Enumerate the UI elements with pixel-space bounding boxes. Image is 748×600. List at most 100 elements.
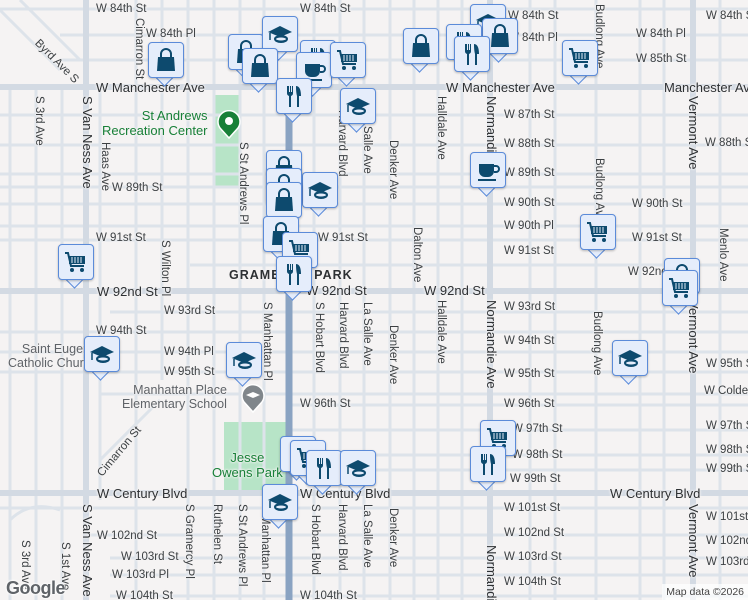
label-w-91st-st: W 91st St [632,232,682,244]
label-denker-ave: Denker Ave [387,325,399,385]
label-w-91st-st: W 91st St [96,232,146,244]
label-menlo-ave: Menlo Ave [717,228,729,282]
label-denker-ave: Denker Ave [387,140,399,200]
map-marker-school[interactable] [262,484,298,529]
place-name-line: St Andrews [141,108,208,123]
shopping-bag-icon [157,48,175,71]
place-name-line: Owens Park [212,464,283,480]
map-marker-restaurant[interactable] [470,446,506,491]
school-pin-icon[interactable] [240,384,266,414]
map-marker-grocery[interactable] [662,270,698,315]
place-jesse-owens-park[interactable]: Jesse Owens Park [212,450,283,481]
label-cimarron-st: Cimarron St [133,18,145,80]
label-haas-ave: Haas Ave [99,142,111,192]
label-w-102nd-st: W 102nd St [706,535,748,547]
label-la-salle-ave: La Salle Ave [361,504,373,568]
label-harvard-blvd: Harvard Blvd [337,302,349,369]
label-budlong-ave: Budlong Ave [593,158,605,223]
label-w-97th-st: W 97th St [512,423,563,435]
coffee-cup-icon [478,164,500,181]
fork-knife-icon [286,86,301,107]
map-attribution[interactable]: Map data ©2026 [662,584,748,600]
label-s-van-ness-ave: S Van Ness Ave [80,96,95,189]
marker-box [562,40,598,76]
place-manhattan-place-elementary-school[interactable]: Manhattan Place Elementary School [122,383,227,412]
label-w-84th-pl: W 84th Pl [146,28,196,40]
map-marker-school[interactable] [340,450,376,495]
marker-box [403,28,439,64]
map-marker-shopping[interactable] [148,42,184,87]
label-w-102nd-st: W 102nd St [504,527,565,539]
map-marker-cafe[interactable] [470,152,506,197]
map-marker-restaurant[interactable] [276,256,312,301]
map-marker-grocery[interactable] [330,42,366,87]
label-normandie-ave: Normandie Ave [484,300,499,389]
marker-box [148,42,184,78]
place-name-line: Jesse [230,450,265,465]
label-s-hobart-blvd: S Hobart Blvd [313,302,325,373]
marker-box [242,48,278,84]
label-vermont-ave: Vermont Ave [686,96,701,170]
park-pin-icon[interactable] [216,110,242,140]
shopping-bag-icon [491,24,509,47]
label-budlong-ave: Budlong Ave [591,311,603,376]
label-w-96th-st: W 96th St [300,398,351,410]
label-w-97th-st: W 97th St [706,420,748,432]
label-la-salle-ave: La Salle Ave [361,302,373,366]
map-marker-grocery[interactable] [580,214,616,259]
label-w-84th-st: W 84th St [706,10,748,22]
fork-knife-icon [464,44,479,65]
map-marker-restaurant[interactable] [454,36,490,81]
label-w-manchester-ave: W Manchester Ave [96,80,205,95]
place-name-line: Recreation Center [102,122,208,138]
marker-box [302,172,338,208]
map-marker-school[interactable] [262,16,298,61]
label-s-3rd-ave: S 3rd Ave [33,96,45,146]
label-dalton-ave: Dalton Ave [411,227,423,283]
fork-knife-icon [480,454,495,475]
map-marker-school[interactable] [612,340,648,385]
label-w-94th-st: W 94th St [504,335,555,347]
label-w-85th-st: W 85th St [636,53,687,65]
label-w-88th-st: W 88th St [705,137,748,149]
place-saint-eugene-catholic-church[interactable]: Saint Eugene Catholic Church [8,342,97,371]
shopping-cart-icon [65,252,85,272]
graduation-cap-icon [268,494,292,511]
marker-box [580,214,616,250]
map-marker-shopping[interactable] [403,28,439,73]
map-marker-grocery[interactable] [58,244,94,289]
map-marker-shopping[interactable] [242,48,278,93]
label-s-hobart-blvd: S Hobart Blvd [309,504,321,575]
label-w-95th-st: W 95th St [164,366,215,378]
map-marker-school[interactable] [302,172,338,217]
marker-box [470,152,506,188]
label-w-87th-st: W 87th St [504,109,555,121]
map-marker-school[interactable] [340,88,376,133]
marker-box [262,16,298,52]
label-normandie-ave: Normandie Ave [484,545,499,600]
graduation-cap-icon [90,346,114,363]
map-marker-grocery[interactable] [562,40,598,85]
marker-box [662,270,698,306]
marker-box [470,446,506,482]
label-w-89th-st: W 89th St [504,167,555,179]
map-marker-school[interactable] [226,342,262,387]
label-w-93rd-st: W 93rd St [504,301,556,313]
label-w-92nd-st: W 92nd St [306,283,367,298]
fork-knife-icon [316,458,331,479]
label-ruthelen-st: Ruthelen St [211,504,223,565]
label-s-st-andrews-pl: S St Andrews Pl [236,504,248,587]
map-marker-school[interactable] [84,336,120,381]
park-jesse-owens [224,422,288,494]
map-marker-shopping[interactable] [266,182,302,227]
place-name-line: Elementary School [122,397,227,412]
map-marker-restaurant[interactable] [276,78,312,123]
label-halldale-ave: Halldale Ave [435,96,447,160]
label-w-84th-st: W 84th St [96,3,147,15]
place-st-andrews-recreation-center[interactable]: St Andrews Recreation Center [102,108,208,139]
label-w-manchester-ave: W Manchester Ave [446,80,555,95]
graduation-cap-icon [346,460,370,477]
map-marker-restaurant[interactable] [306,450,342,495]
graduation-cap-icon [618,350,642,367]
